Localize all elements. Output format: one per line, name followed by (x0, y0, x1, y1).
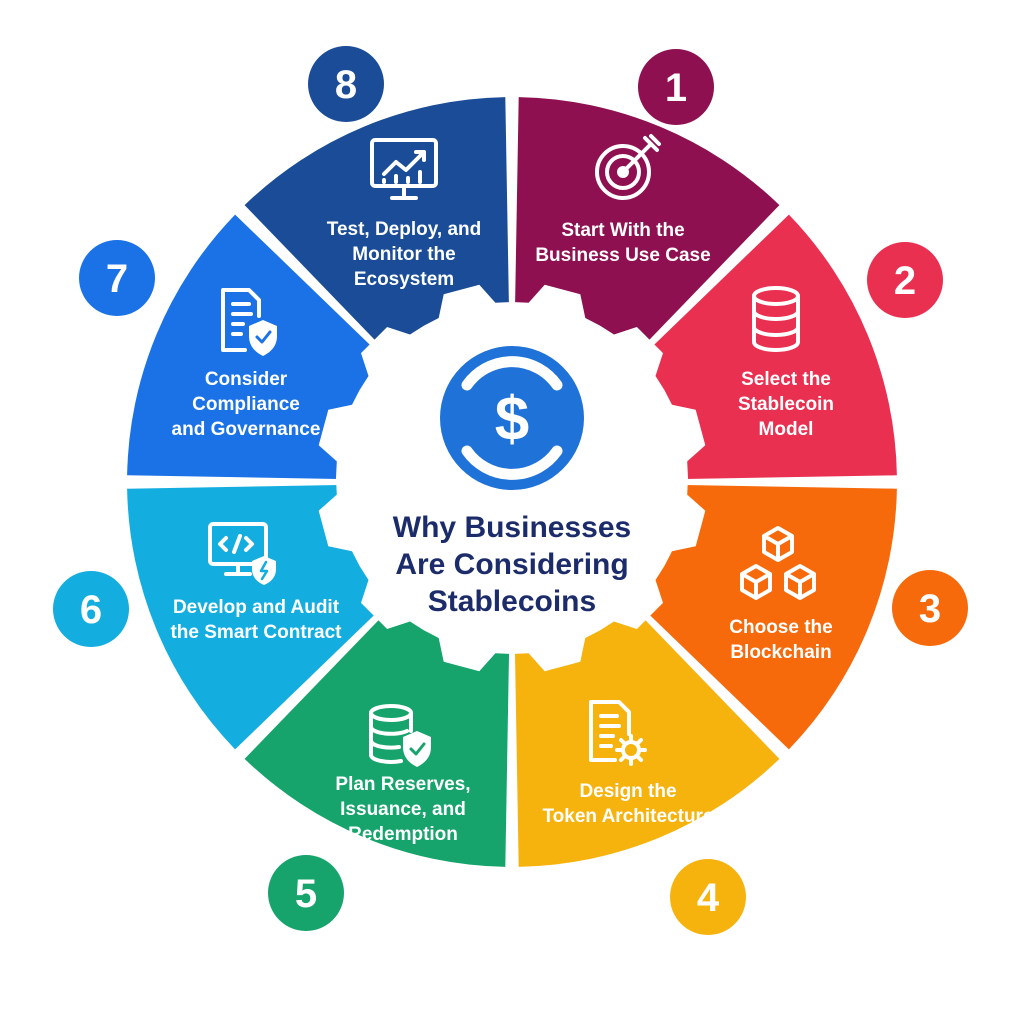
center-title-line-1: Why Businesses (393, 511, 631, 544)
target-icon (595, 134, 661, 200)
step-2-label-line-1: Select the (741, 369, 831, 390)
dollar-coin-icon: $ (440, 346, 584, 490)
step-1-label-line-2: Business Use Case (535, 245, 710, 266)
step-number: 6 (80, 588, 102, 632)
svg-text:$: $ (495, 385, 529, 454)
step-number: 7 (106, 257, 128, 301)
step-badge-4: 4 (670, 859, 746, 935)
step-5-label-line-3: Redemption (348, 824, 458, 845)
step-3-label-line-2: Blockchain (730, 642, 831, 663)
step-8-label-line-3: Ecosystem (354, 269, 454, 290)
step-3-label-line-1: Choose the (729, 617, 832, 638)
step-8-label-line-1: Test, Deploy, and (327, 219, 482, 240)
step-number: 3 (919, 587, 941, 631)
center-title-line-2: Are Considering (395, 548, 628, 581)
step-7-label-line-3: and Governance (172, 419, 321, 440)
center-title-line-3: Stablecoins (428, 585, 596, 618)
code-monitor-icon (208, 522, 276, 585)
step-number: 5 (295, 872, 317, 916)
step-2-label-line-2: Stablecoin (738, 394, 834, 415)
step-badge-2: 2 (867, 242, 943, 318)
step-badge-5: 5 (268, 855, 344, 931)
document-gear-icon (589, 700, 647, 766)
step-5-label-line-2: Issuance, and (340, 799, 466, 820)
coin-stack-icon (752, 286, 800, 352)
blocks-icon (740, 526, 816, 600)
step-6-label-line-1: Develop and Audit (173, 597, 340, 618)
step-badge-7: 7 (79, 240, 155, 316)
step-badge-1: 1 (638, 49, 714, 125)
database-shield-icon (369, 704, 431, 767)
step-number: 4 (697, 876, 720, 920)
step-8-label-line-2: Monitor the (352, 244, 455, 265)
document-shield-icon (221, 288, 277, 356)
step-number: 1 (665, 66, 687, 110)
step-5-label-line-1: Plan Reserves, (335, 774, 470, 795)
chart-monitor-icon (370, 138, 438, 200)
step-badge-6: 6 (53, 571, 129, 647)
center-hub: $ Why Businesses Are Considering Stablec… (318, 284, 706, 672)
step-4-label-line-2: Token Architecture (542, 806, 713, 827)
step-number: 2 (894, 259, 916, 303)
step-number: 8 (335, 63, 357, 107)
step-1-label-line-1: Start With the (561, 220, 684, 241)
step-7-label-line-2: Compliance (192, 394, 300, 415)
step-6-label-line-2: the Smart Contract (170, 622, 342, 643)
step-2-label-line-3: Model (759, 419, 814, 440)
step-4-label-line-1: Design the (579, 781, 676, 802)
step-badge-3: 3 (892, 570, 968, 646)
step-7-label-line-1: Consider (205, 369, 288, 390)
step-badge-8: 8 (308, 46, 384, 122)
